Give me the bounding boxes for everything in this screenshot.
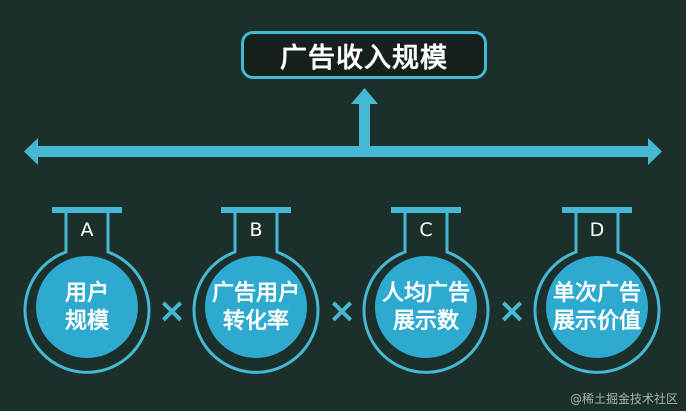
- flask-letter-a: A: [80, 219, 94, 241]
- factor-d-line2: 展示价值: [552, 309, 641, 334]
- flask-c: [362, 207, 490, 374]
- right-arrow-head: [648, 138, 662, 165]
- factor-label-d: 单次广告 展示价值: [532, 280, 662, 336]
- factor-d-line1: 单次广告: [552, 281, 641, 306]
- times-icon-2: ×: [327, 291, 357, 331]
- flask-letter-b: B: [249, 219, 263, 241]
- factor-c-line1: 人均广告: [381, 281, 470, 306]
- horizontal-bar: [38, 146, 648, 157]
- watermark: @稀土掘金技术社区: [569, 392, 678, 406]
- factor-label-c: 人均广告 展示数: [361, 280, 491, 336]
- factor-label-b: 广告用户 转化率: [191, 280, 321, 336]
- factor-a-line2: 规模: [64, 309, 109, 334]
- factor-c-line2: 展示数: [392, 309, 459, 334]
- up-arrow-shaft: [359, 104, 370, 146]
- factor-b-line2: 转化率: [222, 309, 289, 334]
- flask-letter-c: C: [419, 219, 433, 241]
- factor-b-line1: 广告用户: [211, 281, 300, 306]
- left-arrow-head: [24, 138, 38, 165]
- flask-a: [23, 207, 151, 374]
- diagram-title: 广告收入规模: [280, 42, 448, 74]
- times-icon-3: ×: [497, 291, 527, 331]
- up-arrow-head: [351, 88, 378, 104]
- flask-b: [192, 207, 320, 374]
- title-box: 广告收入规模: [241, 31, 487, 79]
- times-icon-1: ×: [157, 291, 187, 331]
- factor-label-a: 用户 规模: [22, 280, 152, 336]
- factor-a-line1: 用户: [64, 281, 109, 306]
- flask-d: [533, 207, 661, 374]
- flask-letter-d: D: [589, 219, 605, 241]
